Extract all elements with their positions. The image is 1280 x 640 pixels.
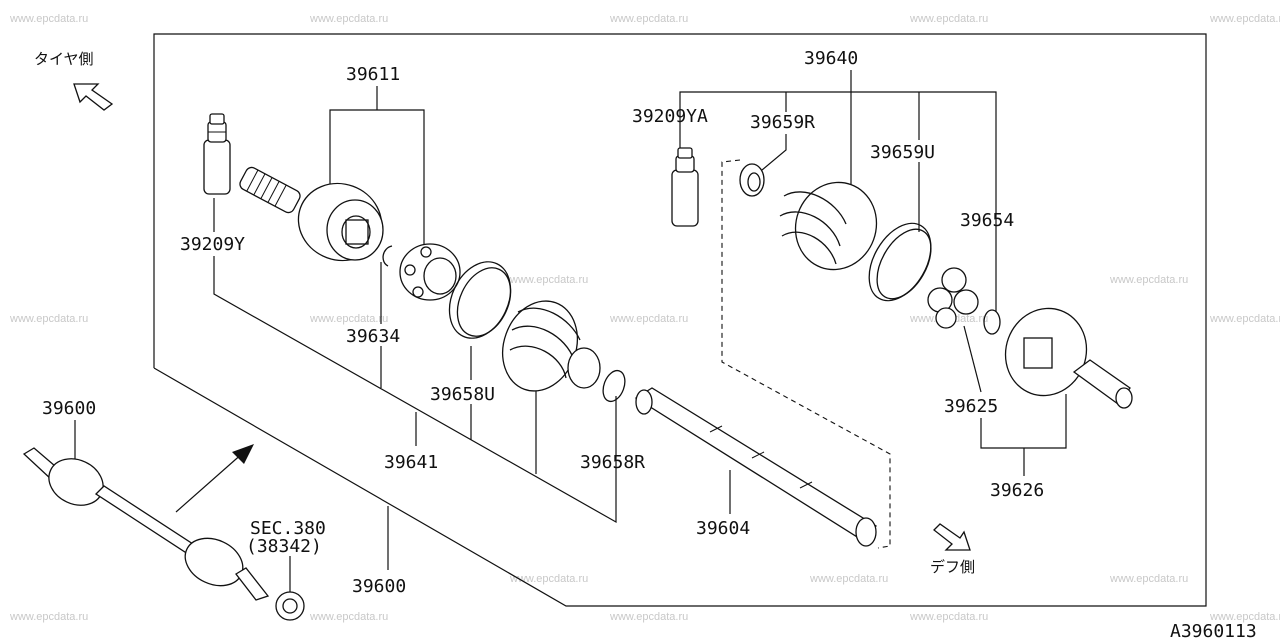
- outer-cv-joint-icon: [239, 166, 384, 262]
- label-39209ya[interactable]: 39209YA: [632, 106, 708, 127]
- drive-shaft-icon: [634, 387, 878, 547]
- label-39659r[interactable]: 39659R: [750, 112, 815, 133]
- outer-boot-icon: [502, 300, 601, 392]
- inner-boot-band-large-icon: [868, 222, 932, 302]
- label-39625[interactable]: 39625: [944, 396, 998, 417]
- watermark: www.epcdata.ru: [909, 13, 988, 25]
- snap-ring-icon: [382, 245, 393, 267]
- watermark: www.epcdata.ru: [9, 13, 88, 25]
- watermark: www.epcdata.ru: [1209, 313, 1280, 325]
- inner-boot-band-small-icon: [739, 163, 765, 197]
- watermark: www.epcdata.ru: [309, 611, 388, 623]
- inner-snap-ring-icon: [983, 309, 1001, 335]
- ball-cage-icon: [399, 243, 461, 301]
- watermark: www.epcdata.ru: [1209, 611, 1280, 623]
- label-39611[interactable]: 39611: [346, 64, 400, 85]
- inner-boot-icon: [779, 181, 878, 271]
- watermark: www.epcdata.ru: [1109, 274, 1188, 286]
- watermark: www.epcdata.ru: [309, 313, 388, 325]
- watermark: www.epcdata.ru: [9, 611, 88, 623]
- diff-side-arrow-icon: [933, 523, 971, 551]
- watermark-layer: www.epcdata.ru www.epcdata.ru www.epcdat…: [9, 13, 1280, 623]
- boot-band-large-icon: [448, 261, 512, 339]
- leader-lines: [74, 70, 1067, 594]
- label-39641[interactable]: 39641: [384, 452, 438, 473]
- diagram-code: A3960113: [1170, 621, 1257, 640]
- watermark: www.epcdata.ru: [1209, 13, 1280, 25]
- drive-shaft-assembly-icon: [22, 447, 270, 601]
- watermark: www.epcdata.ru: [509, 573, 588, 585]
- install-direction-arrow-icon: [175, 444, 254, 513]
- boot-band-small-icon: [602, 369, 626, 403]
- watermark: www.epcdata.ru: [509, 274, 588, 286]
- label-39634[interactable]: 39634: [346, 326, 400, 347]
- watermark: www.epcdata.ru: [309, 13, 388, 25]
- diff-side-label: デフ側: [930, 558, 975, 576]
- label-sec380[interactable]: SEC.380: [250, 518, 326, 539]
- label-39209y[interactable]: 39209Y: [180, 234, 245, 255]
- watermark: www.epcdata.ru: [9, 313, 88, 325]
- watermark: www.epcdata.ru: [609, 611, 688, 623]
- grease-tube-right-icon: [671, 147, 699, 227]
- label-39600-top[interactable]: 39600: [42, 398, 96, 419]
- label-39658u[interactable]: 39658U: [430, 384, 495, 405]
- label-39659u[interactable]: 39659U: [870, 142, 935, 163]
- tripod-joint-icon: [927, 267, 979, 329]
- label-39626[interactable]: 39626: [990, 480, 1044, 501]
- watermark: www.epcdata.ru: [609, 13, 688, 25]
- label-39640[interactable]: 39640: [804, 48, 858, 69]
- watermark: www.epcdata.ru: [609, 313, 688, 325]
- watermark: www.epcdata.ru: [1109, 573, 1188, 585]
- label-39658r[interactable]: 39658R: [580, 452, 645, 473]
- label-sec380-sub: (38342): [246, 536, 322, 557]
- inner-housing-icon: [1004, 307, 1133, 409]
- bearing-icon: [275, 591, 305, 621]
- grease-tube-left-icon: [203, 113, 231, 195]
- tire-side-arrow-icon: [73, 83, 114, 111]
- watermark: www.epcdata.ru: [809, 573, 888, 585]
- tire-side-label: タイヤ側: [34, 50, 94, 68]
- explode-frame: [153, 33, 1207, 607]
- label-39600-bottom[interactable]: 39600: [352, 576, 406, 597]
- label-39654[interactable]: 39654: [960, 210, 1014, 231]
- label-39604[interactable]: 39604: [696, 518, 750, 539]
- watermark: www.epcdata.ru: [909, 611, 988, 623]
- part-label-layer: タイヤ側 デフ側 39611 39640 39209YA 39659R 3965…: [34, 48, 1257, 640]
